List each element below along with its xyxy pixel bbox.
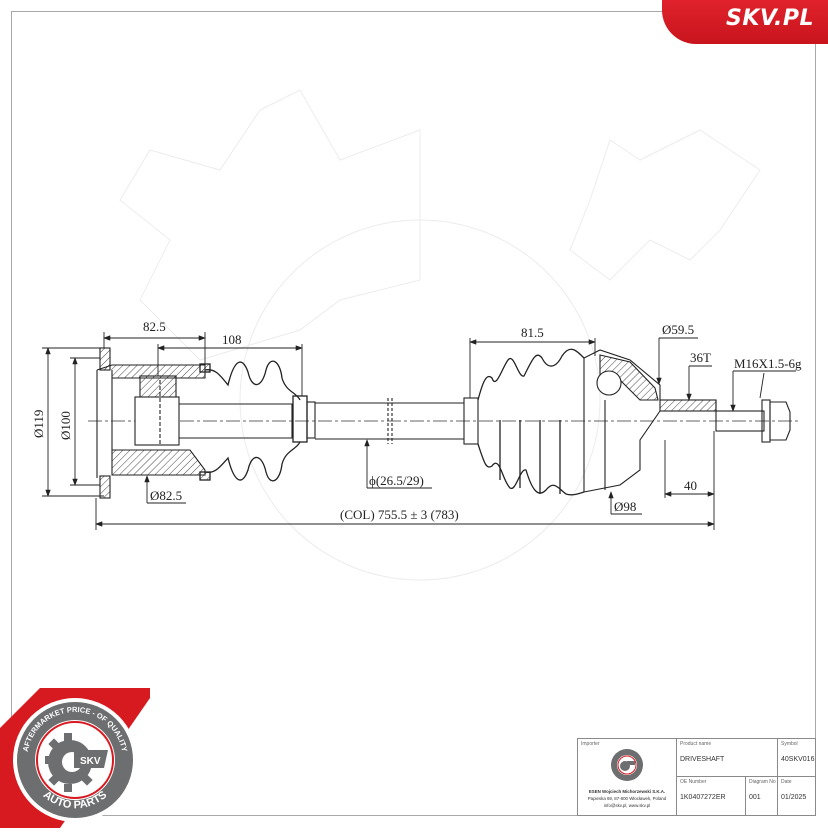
importer-contact: info@skv.pl, www.skv.pl [603, 803, 651, 808]
oe-number-label: OE Number [680, 779, 707, 785]
main-shaft [306, 397, 479, 445]
dim-shaft-dia: ϕ(26.5/29) [369, 473, 424, 488]
dim-overall-length: (COL) 755.5 ± 3 (783) [340, 507, 459, 522]
brand-logo-text: SKV.PL [726, 6, 814, 31]
dim-dia-82-5: Ø82.5 [150, 488, 182, 503]
inner-shaft [179, 403, 293, 439]
diagram-no-cell: Diagram No 001 [745, 777, 777, 815]
outer-cv-joint [583, 349, 791, 493]
brand-logo-tab: SKV.PL [662, 0, 828, 44]
dim-40: 40 [684, 478, 697, 493]
dim-81-5: 81.5 [521, 325, 544, 340]
importer-address: Papieska 69, 87-800 Włocławek, Poland [587, 796, 667, 801]
title-block: Importer ESEN Wojciech Michorzewski S.K.… [577, 738, 816, 816]
dim-dia-98: Ø98 [614, 499, 636, 514]
symbol-value: 40SKV016 [781, 756, 815, 763]
watermark-gear-icon [119, 89, 761, 581]
diagram-no-label: Diagram No [749, 779, 776, 785]
dim-dia-119: Ø119 [31, 410, 46, 438]
importer-logo-icon [611, 749, 643, 781]
date-cell: Date 01/2025 [777, 777, 815, 815]
inner-boot [199, 360, 308, 482]
oe-number-value: 1K0407272ER [680, 794, 726, 801]
importer-name: ESEN Wojciech Michorzewski S.K.A. [588, 789, 666, 794]
inner-joint-flange [96, 347, 206, 499]
product-name-value: DRIVESHAFT [680, 756, 725, 763]
date-value: 01/2025 [781, 794, 807, 801]
product-name-label: Product name [680, 741, 712, 747]
oe-number-cell: OE Number 1K0407272ER [676, 777, 745, 815]
dim-dia-100: Ø100 [58, 411, 73, 440]
dimension-lines [42, 332, 796, 530]
importer-cell: Importer ESEN Wojciech Michorzewski S.K.… [578, 739, 676, 815]
dim-dia-59-5: Ø59.5 [662, 322, 694, 337]
date-label: Date [781, 779, 792, 785]
outer-boot [477, 348, 585, 496]
diagram-no-value: 001 [749, 794, 761, 801]
dim-thread: M16X1.5-6g [734, 356, 802, 371]
dim-108: 108 [222, 332, 242, 347]
importer-label: Importer [581, 741, 600, 747]
symbol-cell: Symbol 40SKV016 [777, 739, 815, 777]
dim-82-5-top: 82.5 [143, 319, 166, 334]
drawing-frame [11, 11, 816, 816]
dim-36t: 36T [690, 350, 711, 365]
skv-quality-badge: SKV AFTERMARKET PRICE - OF QUALITY AUTO … [0, 688, 150, 828]
symbol-label: Symbol [781, 741, 798, 747]
product-name-cell: Product name DRIVESHAFT [676, 739, 777, 777]
badge-center-text: SKV [80, 756, 101, 767]
